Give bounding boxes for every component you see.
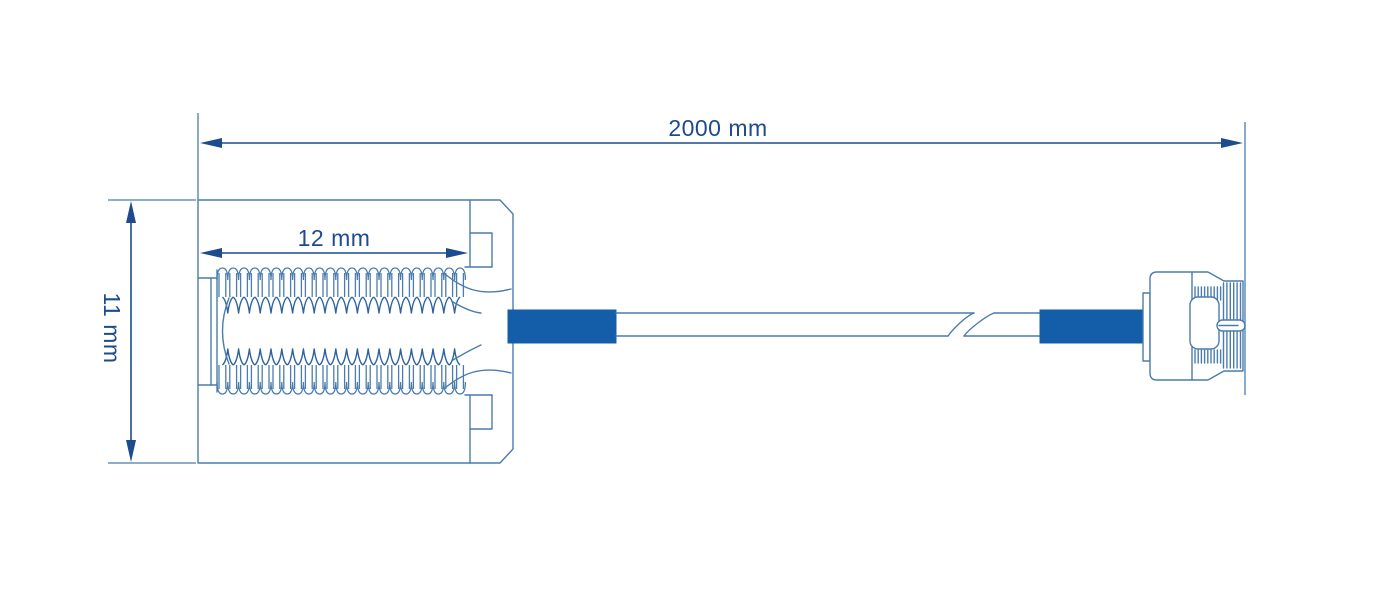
arrowhead-right xyxy=(1221,138,1243,148)
cable xyxy=(507,309,1144,344)
cable-segment-left xyxy=(615,312,975,337)
thread-teeth-top xyxy=(216,267,467,281)
arrowhead-right xyxy=(446,248,468,258)
thread-arcs-bottom xyxy=(221,348,461,366)
left-connector-flange xyxy=(197,269,218,393)
thread-tick-set xyxy=(1194,286,1222,364)
dimension-total-length: 2000 mm xyxy=(197,113,1246,395)
left-connector-top-notch xyxy=(464,199,493,268)
thread-arcs-top xyxy=(221,296,461,314)
neck-curves xyxy=(444,273,512,389)
total-length-label: 2000 mm xyxy=(668,115,767,141)
thread-flanks-top xyxy=(218,273,465,297)
right-connector xyxy=(1142,271,1246,381)
cable-break-segment-right xyxy=(963,312,1041,337)
arrowhead-left xyxy=(200,248,222,258)
inner-sleeve xyxy=(1189,296,1220,350)
right-connector-flange xyxy=(1142,292,1151,362)
thread-teeth-bottom xyxy=(216,381,467,395)
dimension-thread-length: 12 mm xyxy=(200,225,468,258)
arrowhead-down xyxy=(126,440,136,462)
arrowhead-left xyxy=(200,138,222,148)
strain-relief-boot-right xyxy=(1039,309,1144,344)
barrel-end-cap xyxy=(221,297,230,365)
center-pin xyxy=(1216,319,1246,332)
dimension-height: 11 mm xyxy=(99,199,196,464)
arrowhead-up xyxy=(126,201,136,223)
thread-ticks xyxy=(1194,286,1222,364)
strain-relief-boot-left xyxy=(507,309,617,344)
height-label: 11 mm xyxy=(99,292,125,363)
thread-flanks-bottom xyxy=(218,365,465,389)
left-connector-bottom-notch xyxy=(464,394,493,464)
thread-barrel xyxy=(216,267,467,395)
thread-length-label: 12 mm xyxy=(298,225,371,251)
left-connector xyxy=(197,199,514,464)
left-connector-body xyxy=(197,199,514,464)
